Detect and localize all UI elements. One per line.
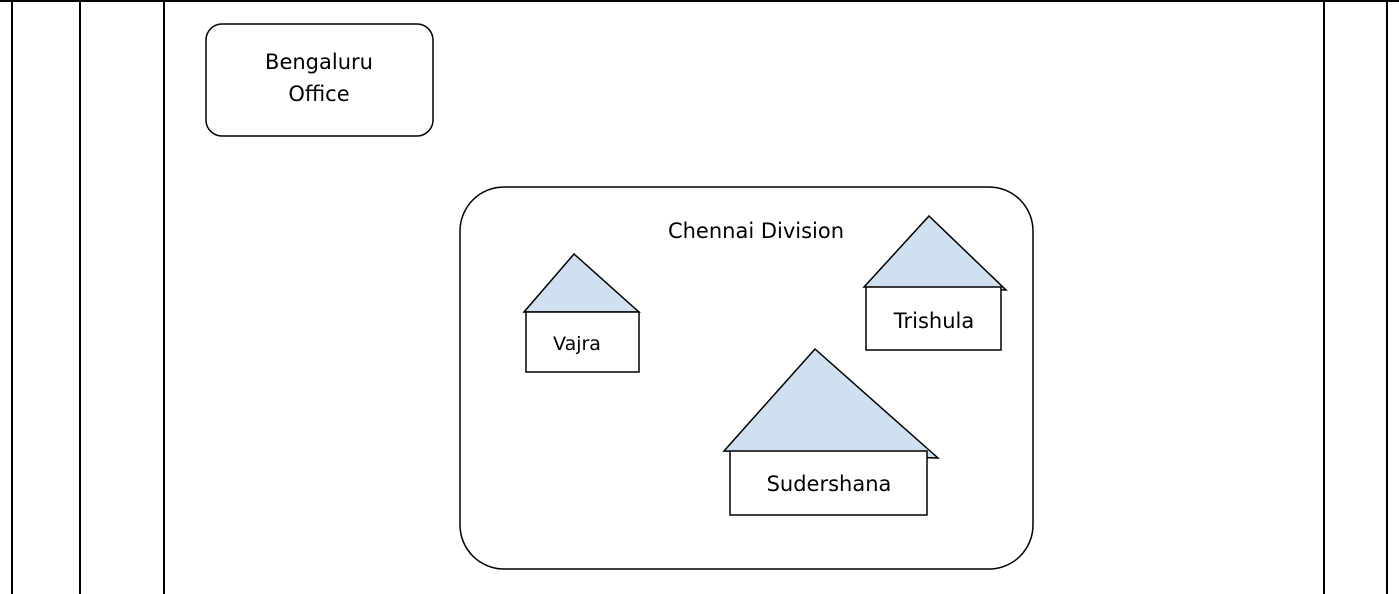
house-label: Vajra xyxy=(553,333,601,355)
office-node: Bengaluru Office xyxy=(205,23,434,137)
office-box xyxy=(205,23,434,137)
office-label-line2: Office xyxy=(288,82,349,106)
house-vajra: Vajra xyxy=(522,252,641,373)
house-sudershana: Sudershana xyxy=(722,347,941,516)
house-body xyxy=(729,450,928,516)
division-label: Chennai Division xyxy=(668,219,844,243)
house-label: Trishula xyxy=(893,309,974,333)
office-label-line1: Bengaluru xyxy=(265,50,373,74)
house-body xyxy=(865,286,1002,351)
house-body xyxy=(525,311,640,373)
house-trishula: Trishula xyxy=(862,214,1008,351)
house-label: Sudershana xyxy=(767,472,892,496)
